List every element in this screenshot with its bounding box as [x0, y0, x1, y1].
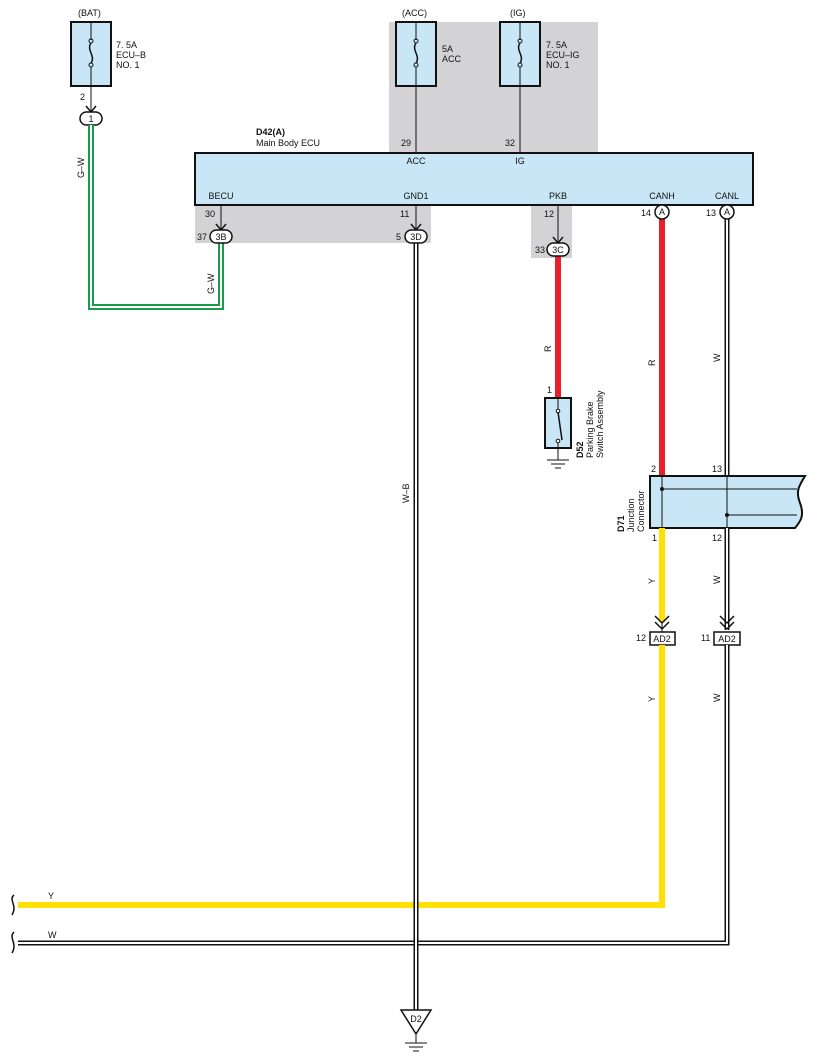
acc-fuse-name: ACC [442, 54, 462, 64]
canl-pin: 13 [706, 208, 716, 218]
ad2-left-pin: 12 [636, 633, 646, 643]
ecu-term-canl: CANL [715, 191, 739, 201]
w-label-2: W [712, 575, 722, 584]
gnd1-j-pin: 5 [396, 232, 401, 242]
ecu-name: Main Body ECU [256, 138, 320, 148]
acc-fuse-rating: 5A [442, 44, 453, 54]
ground-d2-triangle [399, 1009, 433, 1036]
canh-connector-label: A [659, 207, 665, 217]
bat-fuse-rating: 7. 5A [116, 40, 137, 50]
ig-source-label: (IG) [510, 8, 526, 18]
ad2-left-label: AD2 [653, 634, 671, 644]
pkb-junction-label: 3C [552, 245, 564, 255]
white-wire-lower [18, 645, 730, 946]
switch-contact-icon [557, 411, 563, 441]
switch-name-1: Parking Brake [585, 401, 595, 458]
ad2-right-arrow-icon [719, 615, 735, 631]
ecu-term-gnd1: GND1 [403, 191, 428, 201]
ground-d2-label: D2 [410, 1014, 422, 1024]
bottom-y-break-icon [11, 894, 15, 916]
acc-source-label: (ACC) [402, 8, 427, 18]
gw-label-2: G–W [206, 273, 216, 294]
ig-fuse-rating: 7. 5A [546, 40, 567, 50]
ecu-term-pkb: PKB [549, 191, 567, 201]
w-label-3: W [712, 693, 722, 702]
becu-j-pin: 37 [197, 232, 207, 242]
switch-code: D52 [575, 441, 585, 458]
jc-pin-bottom-right: 12 [712, 533, 722, 543]
becu-junction-oval [209, 229, 233, 244]
gnd1-pin: 11 [400, 209, 409, 219]
ecu-term-ig: IG [515, 156, 525, 166]
canh-connector-oval [654, 204, 670, 220]
yellow-wire-lower [18, 645, 665, 908]
bat-fuse-number: NO. 1 [116, 60, 140, 70]
ecu-box [194, 152, 754, 206]
becu-shade [195, 205, 431, 243]
ecu-code: D42(A) [256, 127, 285, 137]
canl-connector-label: A [724, 207, 730, 217]
bottom-w-label: W [48, 930, 57, 940]
ig-fuse-icon [517, 42, 523, 64]
jc-pin-bottom-left: 1 [652, 533, 657, 543]
ad2-right-label: AD2 [718, 634, 736, 644]
becu-pin: 30 [205, 209, 215, 219]
pkb-junction-oval [546, 242, 570, 257]
bottom-y-label: Y [48, 891, 54, 901]
canl-connector-oval [719, 204, 735, 220]
jc-code: D71 [616, 515, 626, 532]
r-label-1: R [543, 345, 553, 352]
w-label-1: W [712, 353, 722, 362]
bat-fuse-pin: 2 [80, 92, 85, 102]
y-label-2: Y [647, 696, 657, 702]
canh-pin: 14 [641, 208, 651, 218]
jc-pin-top-left: 2 [651, 464, 656, 474]
switch-name-2: Switch Assembly [595, 390, 605, 458]
pkb-j-pin: 33 [535, 245, 545, 255]
becu-junction-label: 3B [215, 232, 226, 242]
ig-pin: 32 [505, 138, 515, 148]
jc-name-2: Connector [636, 490, 646, 532]
bat-fuse-icon [88, 42, 94, 64]
acc-pin: 29 [401, 138, 411, 148]
ad2-right-pin: 11 [701, 633, 710, 643]
ecu-term-canh: CANH [649, 191, 675, 201]
jc-pin-top-right: 13 [712, 464, 722, 474]
bat-source-label: (BAT) [78, 8, 101, 18]
bat-junction-label: 1 [88, 114, 93, 124]
bottom-w-break-icon [11, 931, 15, 954]
wb-label: W–B [401, 483, 411, 503]
gw-label-1: G–W [76, 157, 86, 178]
acc-fuse-icon [413, 42, 419, 64]
ecu-term-becu: BECU [208, 191, 233, 201]
ig-fuse-number: NO. 1 [546, 60, 570, 70]
ecu-term-acc: ACC [406, 156, 426, 166]
bat-fuse-name: ECU–B [116, 50, 146, 60]
y-label-1: Y [647, 578, 657, 584]
gnd-junction-oval [404, 229, 428, 244]
gnd-junction-label: 3D [410, 232, 422, 242]
jc-name-1: Junction [626, 498, 636, 532]
switch-pin: 1 [547, 385, 552, 395]
pkb-pin: 12 [544, 209, 554, 219]
r-label-2: R [647, 359, 657, 366]
ig-fuse-name: ECU–IG [546, 50, 580, 60]
